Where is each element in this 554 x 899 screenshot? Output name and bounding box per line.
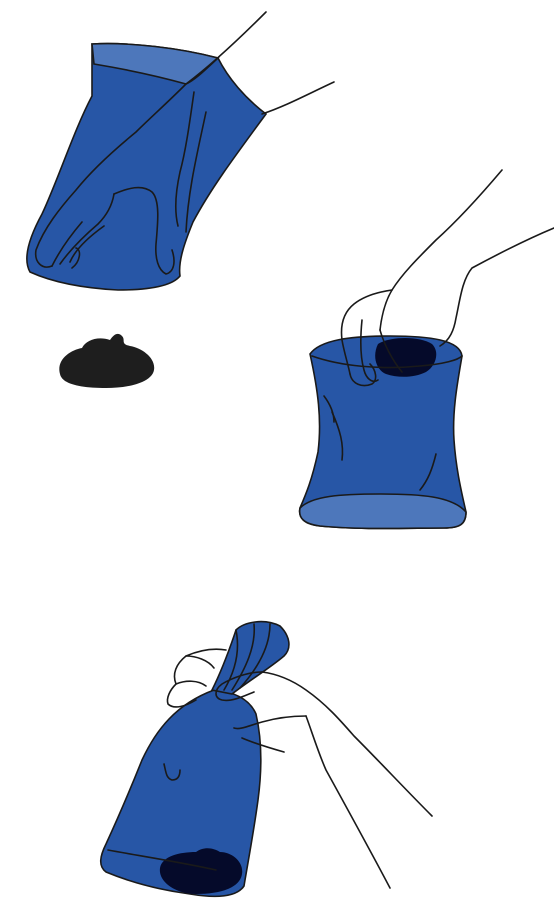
bag-glove: [27, 44, 266, 290]
dog-waste: [59, 334, 154, 388]
bag-rim: [300, 494, 466, 529]
step-1-hand-in-bag: [27, 12, 334, 388]
step-2-bag-turned-over: [300, 170, 554, 529]
step-3-bag-tied: [101, 622, 432, 897]
